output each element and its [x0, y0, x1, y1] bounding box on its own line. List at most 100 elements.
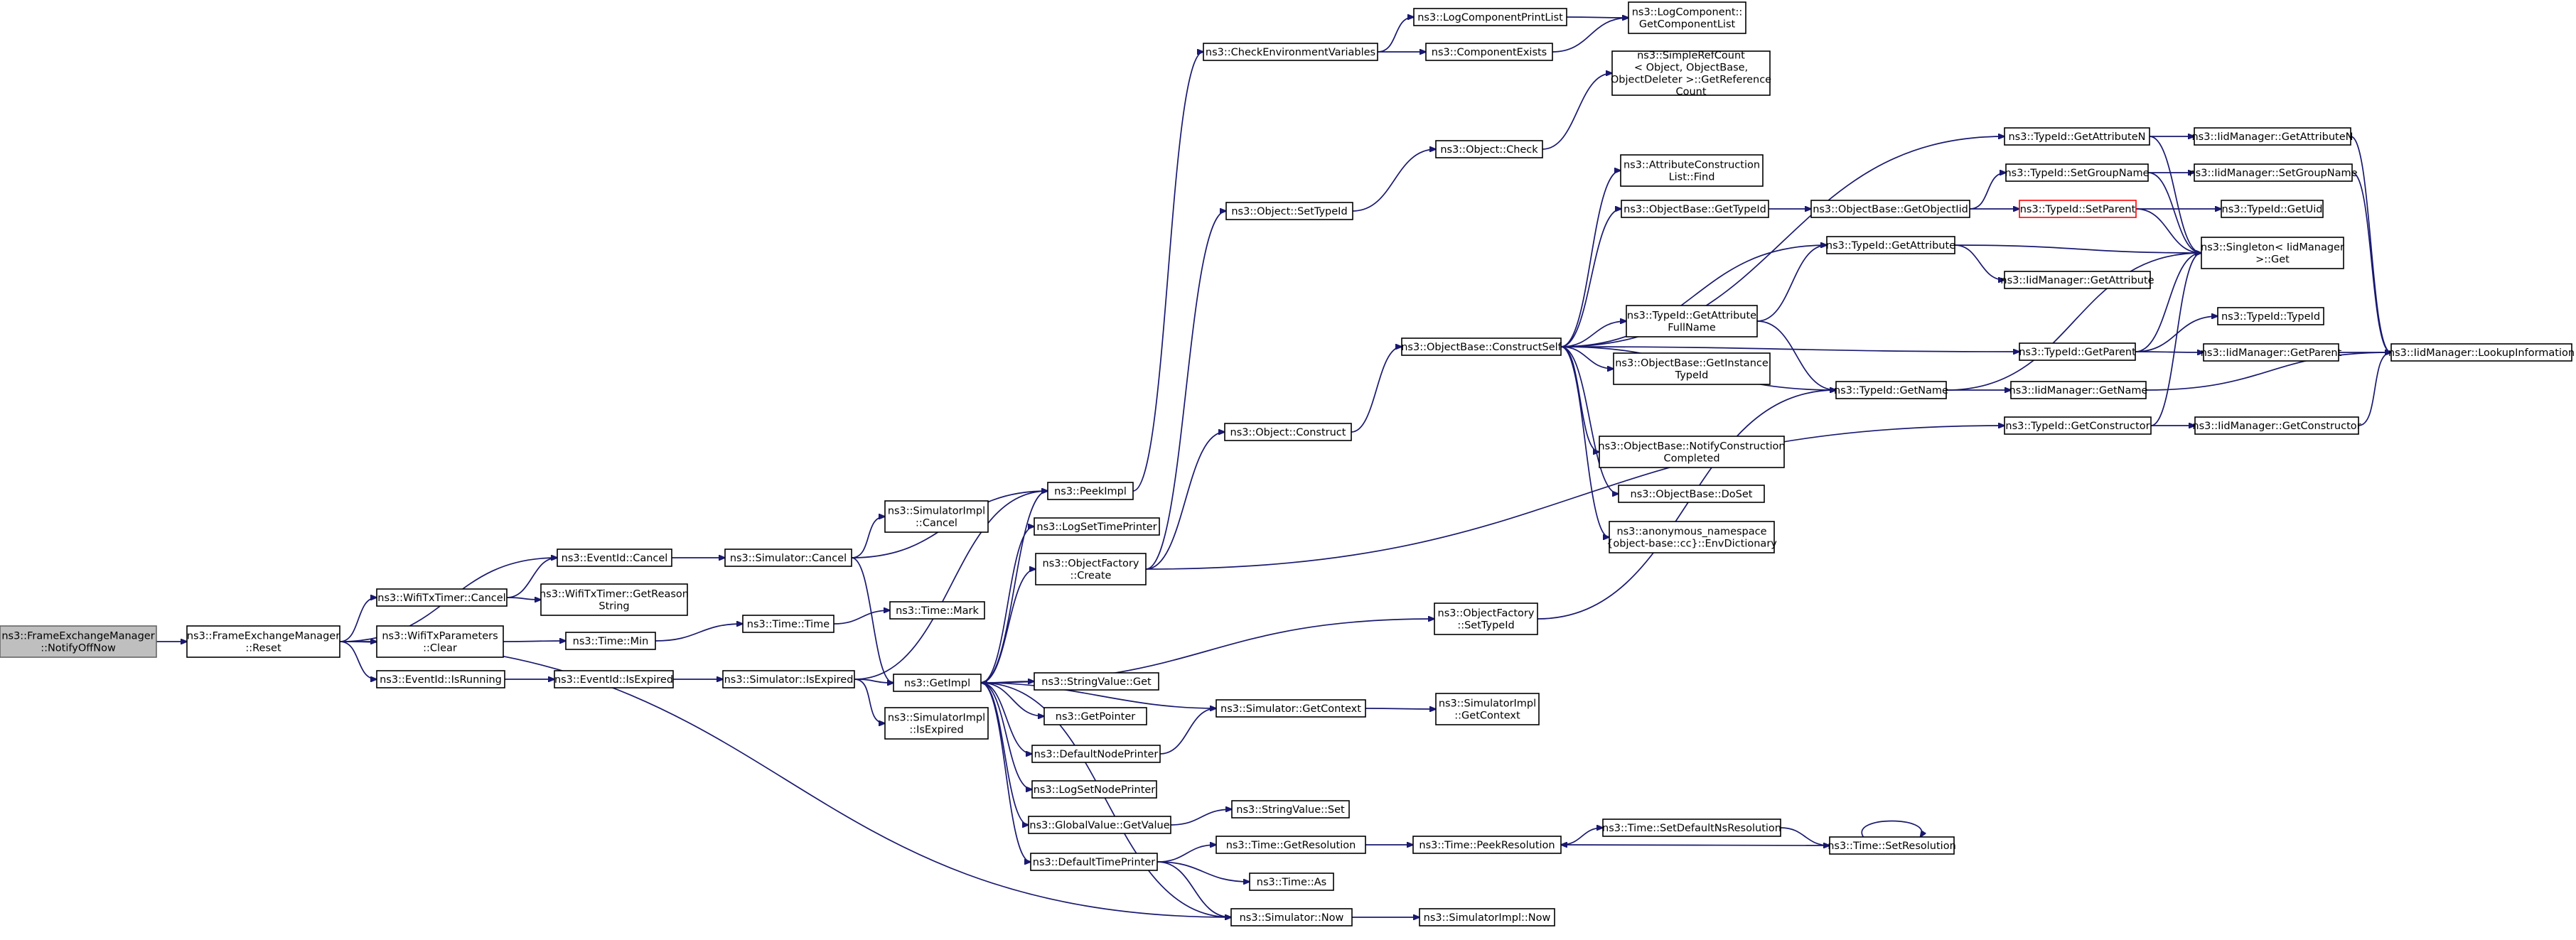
node-iid-mgr-get-attribute-n[interactable]: ns3::IidManager::GetAttributeN [2191, 127, 2354, 146]
node-obj-construct[interactable]: ns3::Object::Construct [1224, 423, 1352, 441]
node-default-time-printer[interactable]: ns3::DefaultTimePrinter [1030, 853, 1158, 871]
node-box [2019, 342, 2136, 361]
node-global-value-get-value[interactable]: ns3::GlobalValue::GetValue [1028, 816, 1171, 834]
edge-construct-self-to-obj-base-get-instance-type-id [1560, 346, 1614, 369]
node-obj-factory-create[interactable]: ns3::ObjectFactory::Create [1035, 553, 1147, 585]
node-event-is-running[interactable]: ns3::EventId::IsRunning [376, 670, 505, 688]
node-log-set-node-printer[interactable]: ns3::LogSetNodePrinter [1031, 780, 1157, 799]
node-string-value-set[interactable]: ns3::StringValue::Set [1231, 800, 1350, 819]
node-type-id-type-id[interactable]: ns3::TypeId::TypeId [2217, 307, 2324, 325]
node-label-line: ns3::Time::Min [573, 636, 649, 647]
node-peek-impl[interactable]: ns3::PeekImpl [1047, 482, 1134, 500]
node-time-min[interactable]: ns3::Time::Min [565, 632, 656, 650]
node-type-id-get-name[interactable]: ns3::TypeId::GetName [1834, 381, 1948, 399]
node-label-line: ns3::DefaultTimePrinter [1033, 857, 1155, 868]
node-peek-resolution[interactable]: ns3::Time::PeekResolution [1412, 836, 1562, 854]
node-log-comp-print-list[interactable]: ns3::LogComponentPrintList [1413, 8, 1567, 26]
node-type-id-get-constructor[interactable]: ns3::TypeId::GetConstructor [2004, 416, 2152, 435]
node-simple-ref-count[interactable]: ns3::SimpleRefCount< Object, ObjectBase,… [1611, 50, 1771, 98]
node-time-as[interactable]: ns3::Time::As [1249, 873, 1334, 891]
node-get-pointer[interactable]: ns3::GetPointer [1043, 707, 1147, 725]
node-box [1602, 819, 1781, 837]
node-type-id-get-attribute-n[interactable]: ns3::TypeId::GetAttributeN [2004, 127, 2150, 146]
node-string-value-get[interactable]: ns3::StringValue::Get [1034, 672, 1159, 691]
node-box [376, 625, 504, 658]
node-box [1224, 423, 1352, 441]
node-obj-base-do-set[interactable]: ns3::ObjectBase::DoSet [1618, 485, 1765, 503]
node-box [2019, 200, 2137, 218]
node-type-id-get-attribute[interactable]: ns3::TypeId::GetAttribute [1826, 236, 1955, 254]
node-time-get-resolution[interactable]: ns3::Time::GetResolution [1215, 836, 1366, 854]
node-time-time[interactable]: ns3::Time::Time [742, 615, 834, 633]
node-label-line: ::Create [1070, 571, 1112, 582]
node-event-is-expired[interactable]: ns3::EventId::IsExpired [554, 670, 674, 688]
edge-get-impl-to-default-time-printer [980, 682, 1031, 862]
node-env-dictionary[interactable]: ns3::anonymous_namespace{object-base::cc… [1606, 521, 1777, 553]
node-type-id-set-parent[interactable]: ns3::TypeId::SetParent [2019, 200, 2137, 218]
node-iid-mgr-get-parent[interactable]: ns3::IidManager::GetParent [2201, 343, 2342, 362]
node-type-id-get-parent[interactable]: ns3::TypeId::GetParent [2019, 342, 2136, 361]
node-obj-base-get-type-id[interactable]: ns3::ObjectBase::GetTypeId [1621, 200, 1769, 218]
node-comp-exists[interactable]: ns3::ComponentExists [1425, 43, 1553, 61]
node-box [565, 632, 656, 650]
edge-obj-base-get-object-iid-to-type-id-set-group-name [1969, 173, 2006, 210]
node-default-node-printer[interactable]: ns3::DefaultNodePrinter [1031, 745, 1161, 763]
node-construct-self[interactable]: ns3::ObjectBase::ConstructSelf [1401, 337, 1562, 356]
node-impl-get-context[interactable]: ns3::SimulatorImpl::GetContext [1435, 693, 1540, 725]
node-box [1231, 800, 1350, 819]
node-label-line: ns3::SimpleRefCount [1637, 50, 1745, 62]
node-label-line: ns3::SimulatorImpl::Now [1424, 912, 1551, 924]
node-iid-mgr-get-constructor[interactable]: ns3::IidManager::GetConstructor [2192, 416, 2361, 435]
node-set-default-ns-res[interactable]: ns3::Time::SetDefaultNsResolution [1602, 819, 1781, 837]
node-log-comp-get-list[interactable]: ns3::LogComponent::GetComponentList [1628, 1, 1746, 34]
node-label-line: Count [1675, 87, 1706, 98]
node-box [1425, 43, 1553, 61]
node-obj-factory-set-type-id[interactable]: ns3::ObjectFactory::SetTypeId [1434, 603, 1538, 635]
node-singleton-get[interactable]: ns3::Singleton< IidManager>::Get [2201, 237, 2344, 269]
node-label-line: ns3::Time::GetResolution [1226, 840, 1356, 851]
node-obj-base-get-object-iid[interactable]: ns3::ObjectBase::GetObjectIid [1810, 200, 1970, 218]
node-iid-mgr-get-attribute[interactable]: ns3::IidManager::GetAttribute [2000, 271, 2154, 289]
node-label-line: ns3::Time::As [1257, 877, 1326, 888]
node-notify-constr-completed[interactable]: ns3::ObjectBase::NotifyConstructionCompl… [1598, 436, 1786, 468]
node-impl-cancel[interactable]: ns3::SimulatorImpl::Cancel [884, 500, 989, 533]
node-time-mark[interactable]: ns3::Time::Mark [889, 601, 985, 620]
edge-construct-self-to-attr-constr-find [1560, 171, 1621, 347]
node-box [1028, 816, 1171, 834]
node-get-impl[interactable]: ns3::GetImpl [893, 674, 982, 692]
node-wifi-timer-cancel[interactable]: ns3::WifiTxTimer::Cancel [376, 588, 508, 607]
node-log-set-time-printer[interactable]: ns3::LogSetTimePrinter [1034, 517, 1160, 536]
node-impl-now[interactable]: ns3::SimulatorImpl::Now [1419, 908, 1555, 927]
edge-type-id-get-attr-full-name-to-type-id-get-name [1756, 320, 1836, 390]
node-iid-mgr-set-group-name[interactable]: ns3::IidManager::SetGroupName [2189, 163, 2358, 182]
node-obj-check[interactable]: ns3::Object::Check [1435, 140, 1543, 158]
node-reset[interactable]: ns3::FrameExchangeManager::Reset [186, 625, 340, 658]
node-box [2194, 127, 2351, 146]
node-check-env[interactable]: ns3::CheckEnvironmentVariables [1203, 43, 1378, 61]
edge-obj-factory-set-type-id-to-type-id-get-name [1537, 390, 1836, 620]
node-time-set-resolution[interactable]: ns3::Time::SetResolution [1828, 836, 1956, 855]
node-sim-cancel[interactable]: ns3::Simulator::Cancel [724, 549, 852, 567]
node-box [2221, 200, 2324, 218]
node-box [1810, 200, 1970, 218]
node-sim-get-context[interactable]: ns3::Simulator::GetContext [1215, 699, 1366, 718]
node-type-id-get-uid[interactable]: ns3::TypeId::GetUid [2221, 200, 2324, 218]
node-iid-mgr-get-name[interactable]: ns3::IidManager::GetName [2009, 381, 2148, 399]
node-obj-set-type-id[interactable]: ns3::Object::SetTypeId [1225, 202, 1353, 220]
node-type-id-set-group-name[interactable]: ns3::TypeId::SetGroupName [2005, 163, 2150, 182]
node-event-cancel[interactable]: ns3::EventId::Cancel [557, 549, 672, 567]
node-sim-now[interactable]: ns3::Simulator::Now [1230, 908, 1353, 927]
node-wifi-params-clear[interactable]: ns3::WifiTxParameters::Clear [376, 625, 504, 658]
node-notify[interactable]: ns3::FrameExchangeManager::NotifyOffNow [0, 625, 157, 658]
node-label-line: ::IsExpired [909, 725, 963, 736]
node-label-line: ns3::Time::Time [747, 619, 830, 630]
node-impl-is-expired[interactable]: ns3::SimulatorImpl::IsExpired [884, 707, 989, 740]
node-sim-is-expired[interactable]: ns3::Simulator::IsExpired [722, 670, 855, 688]
node-label-line: ns3::ObjectFactory [1438, 608, 1535, 620]
node-iid-mgr-lookup-info[interactable]: ns3::IidManager::LookupInformation [2388, 343, 2575, 362]
